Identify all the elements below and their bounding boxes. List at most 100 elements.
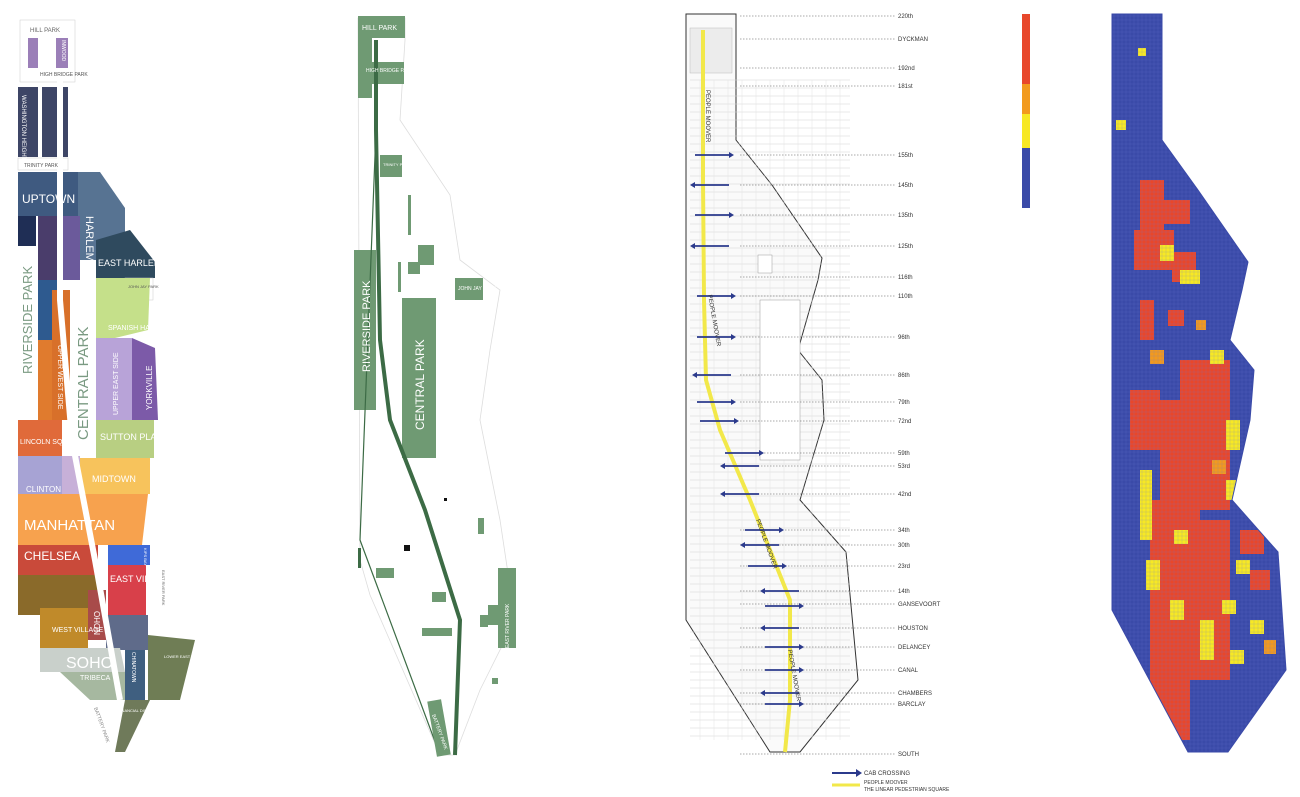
- label-west-village: WEST VILLAGE: [52, 627, 104, 634]
- parks-label-riverside: RIVERSIDE PARK: [361, 280, 373, 372]
- district-central-park: [70, 290, 96, 440]
- street-label: BARCLAY: [898, 702, 926, 708]
- parks-label-east-river: EAST RIVER PARK: [505, 603, 511, 648]
- scale-yellow: [1022, 114, 1030, 148]
- legend-linear-square: THE LINEAR PEDESTRIAN SQUARE: [864, 787, 950, 793]
- label-noho: NOHO: [93, 611, 102, 635]
- label-chelsea: CHELSEA: [24, 549, 80, 563]
- district-west-village: [40, 608, 88, 648]
- label-inwood: INWOOD: [60, 40, 66, 61]
- park-trinity: [380, 155, 402, 177]
- park-john-jay: [455, 278, 483, 300]
- label-sutton-place: SUTTON PLACE: [100, 432, 169, 442]
- label-john-jay-park: JOHN JAY PARK: [128, 284, 159, 289]
- street-label: 181st: [898, 84, 913, 90]
- district-spanish-harlem: [96, 278, 150, 338]
- district-hill-park: [28, 38, 38, 68]
- label-east-harlem: EAST HARLEM: [98, 258, 161, 268]
- park-riverside: [354, 250, 376, 410]
- district-chelsea: [18, 545, 98, 575]
- label-uptown: UPTOWN: [22, 192, 75, 206]
- district-midtown: [80, 458, 150, 494]
- street-label: CHAMBERS: [898, 691, 932, 697]
- district-riverside: [18, 246, 38, 416]
- district-chinatown: [125, 650, 145, 710]
- street-label: HOUSTON: [898, 626, 928, 632]
- street-label: 42nd: [898, 492, 911, 498]
- street-label: 30th: [898, 543, 910, 549]
- street-label: 79th: [898, 400, 910, 406]
- label-manhattan: MANHATTAN: [24, 517, 115, 534]
- parks-label-john-jay: JOHN JAY PARK: [458, 286, 497, 292]
- label-east-river-park: EAST RIVER PARK: [161, 570, 166, 606]
- street-label: 155th: [898, 153, 913, 159]
- people-moover-path: [701, 30, 792, 753]
- parks-label-trinity: TRINITY PARK: [383, 162, 411, 167]
- district-clinton: [18, 456, 62, 494]
- district-financial-district: [115, 700, 150, 752]
- label-east-village: EAST VIL- LAGE: [110, 574, 179, 584]
- cab-crossings: [690, 152, 804, 707]
- district-lower-east-side: [148, 635, 195, 700]
- street-label: 125th: [898, 244, 913, 250]
- street-label: 110th: [898, 294, 913, 300]
- parks-map: HILL PARK HIGH BRIDGE PARK TRINITY PARK …: [354, 16, 516, 757]
- district-inwood: [56, 38, 68, 68]
- label-trinity-park: TRINITY PARK: [24, 163, 59, 169]
- legend-people-moover: PEOPLE MOOVER: [864, 780, 908, 786]
- scale-red: [1022, 14, 1030, 84]
- district-uptown: [18, 172, 85, 216]
- street-diagram: 220thDYCKMAN192nd181st155th145th135th125…: [685, 13, 950, 793]
- district-lincoln-square: [18, 420, 62, 456]
- label-tribeca: TRIBECA: [80, 675, 111, 682]
- density-map: [1022, 13, 1287, 753]
- street-labels: 220thDYCKMAN192nd181st155th145th135th125…: [740, 14, 941, 758]
- park-east-river: [498, 568, 516, 648]
- park-hill-park: [358, 16, 405, 38]
- street-label: GANSEVOORT: [898, 602, 941, 608]
- street-label: 135th: [898, 213, 913, 219]
- district-tribeca: [60, 672, 125, 700]
- street-label: DELANCEY: [898, 645, 930, 651]
- street-label: 86th: [898, 373, 910, 379]
- label-soho: SOHO: [66, 655, 113, 672]
- neighborhood-map: HILL PARK INWOOD HIGH BRIDGE PARK WASHIN…: [17, 19, 201, 752]
- label-clinton: CLINTON: [26, 485, 61, 494]
- label-spanish-harlem: SPANISH HARLEM: [108, 325, 169, 332]
- label-morningside: MORNINGSIDE HEIGHTS: [56, 222, 62, 282]
- parks-label-hill-park: HILL PARK: [362, 25, 397, 32]
- district-manhattan: [18, 494, 148, 545]
- street-label: 220th: [898, 14, 913, 20]
- legend-cab-crossing: CAB CROSSING: [864, 771, 910, 777]
- label-hill-park: HILL PARK: [30, 28, 60, 34]
- district-yorkville: [132, 338, 158, 420]
- street-label: 34th: [898, 528, 910, 534]
- label-upper-east-side: UPPER EAST SIDE: [113, 352, 120, 415]
- scale-blue: [1022, 148, 1030, 208]
- street-label: CANAL: [898, 668, 919, 674]
- street-label: 14th: [898, 589, 910, 595]
- district-battery-park: [90, 700, 125, 752]
- street-label: 116th: [898, 275, 913, 281]
- street-label: 72nd: [898, 419, 911, 425]
- label-midtown: MIDTOWN: [92, 474, 136, 484]
- district-east-river-park: [148, 565, 172, 635]
- district-east-harlem: [96, 230, 155, 278]
- park-battery: [427, 699, 451, 757]
- district-kips-bay: [108, 545, 150, 565]
- label-yorkville: YORKVILLE: [145, 366, 154, 410]
- scale-orange: [1022, 84, 1030, 114]
- street-label: 23rd: [898, 564, 910, 570]
- district-morningside: [38, 216, 58, 281]
- district-east-village: [108, 565, 146, 615]
- street-label: 53rd: [898, 464, 910, 470]
- district-sutton-place: [96, 420, 154, 458]
- label-kips-bay: KIPS BAY: [143, 548, 148, 566]
- parks-label-high-bridge: HIGH BRIDGE PARK: [366, 68, 414, 74]
- label-lower-east-side: LOWER EAST SIDE: [164, 654, 201, 659]
- density-grid: [1112, 14, 1286, 752]
- path-label-1: PEOPLE MOOVER: [704, 90, 710, 143]
- label-riverside-park: RIVERSIDE PARK: [20, 266, 35, 374]
- label-washington-heights: WASHINGTON HEIGHTS: [20, 95, 26, 164]
